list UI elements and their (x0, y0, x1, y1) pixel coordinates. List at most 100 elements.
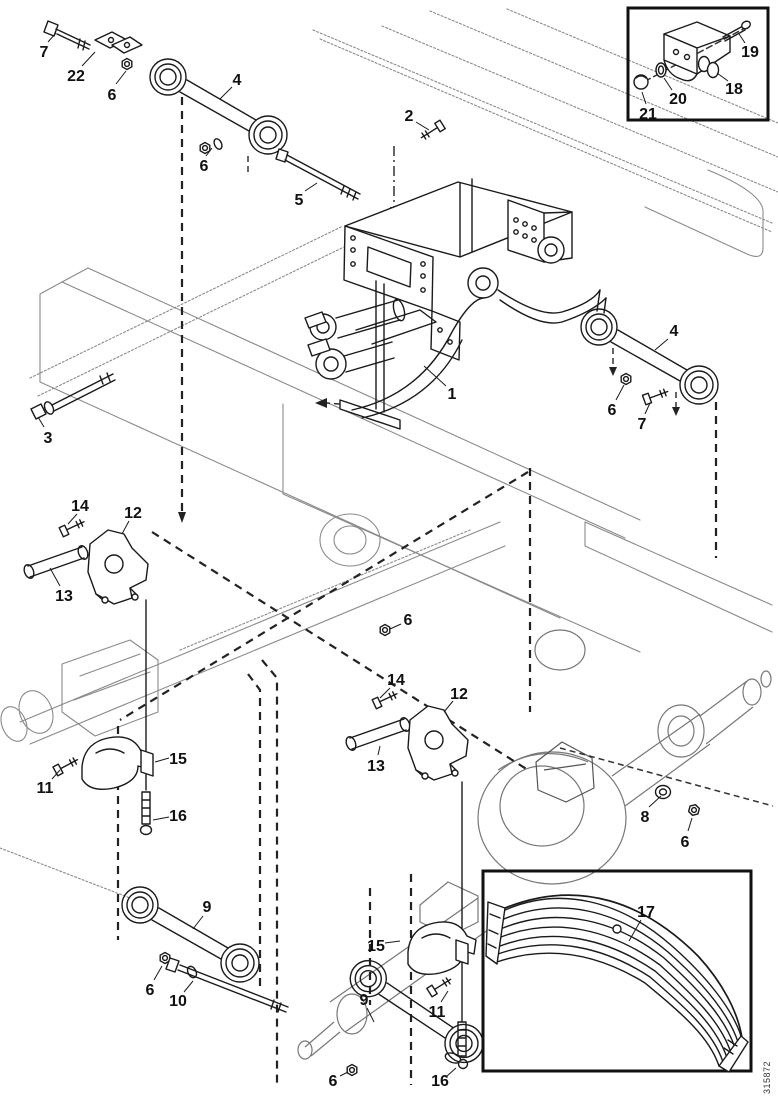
callout-leader (67, 513, 78, 525)
callout-label: 3 (44, 430, 53, 447)
callout-1: 1 (423, 365, 457, 403)
callout-label: 11 (37, 780, 54, 797)
callout-8: 8 (641, 795, 662, 826)
callout-6: 6 (200, 147, 213, 175)
callout-11: 11 (37, 769, 61, 797)
callout-leader (628, 919, 642, 942)
inset-frame-bracket-detail (626, 6, 770, 122)
callout-10: 10 (169, 980, 194, 1010)
nut-6-under-rod4 (199, 141, 211, 155)
callout-label: 12 (124, 505, 142, 522)
bolt-2 (417, 119, 446, 143)
callout-16: 16 (152, 808, 187, 825)
callout-leader (51, 769, 61, 780)
callout-label: 6 (146, 982, 155, 999)
callout-label: 22 (67, 68, 85, 85)
callout-7: 7 (638, 402, 651, 433)
callout-label: 18 (725, 81, 743, 98)
stud-16-center (457, 1021, 467, 1057)
torque-rod-9-left (121, 886, 260, 983)
callout-label: 20 (669, 91, 687, 108)
callout-leader (339, 1071, 349, 1077)
callout-leader (152, 816, 170, 821)
callout-leader (648, 795, 662, 808)
callout-leader (205, 147, 213, 157)
callout-5: 5 (295, 182, 318, 209)
spring-clamp-group-left (81, 599, 154, 836)
carrier-bracket-assembly-1 (304, 178, 607, 430)
callout-label: 16 (431, 1073, 449, 1090)
callout-label: 9 (360, 992, 369, 1009)
callout-leader (153, 965, 163, 981)
callout-13: 13 (49, 567, 73, 605)
nut-6-right-rod (620, 372, 632, 386)
callout-12: 12 (121, 505, 142, 535)
callout-14: 14 (379, 672, 405, 699)
bolt-5 (275, 148, 361, 201)
callout-leader (81, 51, 96, 67)
callout-6: 6 (146, 965, 163, 999)
inset-bracket-content (633, 20, 751, 90)
callout-leader (415, 121, 430, 131)
callout-label: 5 (295, 192, 304, 209)
callout-20: 20 (663, 77, 687, 108)
callout-leader (687, 817, 693, 832)
bushing-18 (697, 55, 720, 79)
callout-label: 6 (681, 834, 690, 851)
spring-clamp-group-center (407, 781, 477, 1070)
callout-label: 4 (233, 72, 242, 89)
bolt-7-upper-left (43, 20, 91, 51)
bolt-10 (165, 957, 289, 1013)
callout-label: 8 (641, 809, 650, 826)
callout-label: 15 (367, 938, 385, 955)
callout-leader (716, 72, 729, 82)
callout-4: 4 (654, 323, 679, 351)
nut-6-upper-left (121, 57, 133, 71)
callout-label: 7 (638, 416, 647, 433)
callout-label: 1 (448, 386, 457, 403)
nut-21 (633, 74, 649, 90)
callout-leader (644, 402, 651, 415)
callout-label: 6 (404, 612, 413, 629)
callout-leader (192, 915, 204, 930)
callout-16: 16 (431, 1067, 457, 1090)
callout-leader (183, 980, 194, 993)
bolt-19 (722, 20, 751, 42)
callout-7: 7 (40, 32, 57, 61)
callout-leader (47, 32, 57, 43)
callout-18: 18 (716, 72, 743, 98)
bracket-12-left (87, 529, 149, 605)
callout-label: 6 (329, 1073, 338, 1090)
washer-under-rod4 (213, 138, 223, 150)
callout-label: 15 (169, 751, 187, 768)
callout-6: 6 (329, 1071, 349, 1090)
chassis-frame-phantom (0, 8, 778, 899)
callout-9: 9 (360, 992, 375, 1023)
callout-leader (654, 338, 669, 351)
callout-9: 9 (192, 899, 212, 930)
callout-22: 22 (67, 51, 96, 85)
callout-11: 11 (429, 990, 449, 1021)
washer-assembly-22 (94, 31, 143, 54)
washer-8-and-nut-6-right-axle (654, 784, 701, 818)
callout-label: 9 (203, 899, 212, 916)
callout-label: 11 (429, 1004, 446, 1021)
callout-leader (423, 365, 447, 387)
callout-14: 14 (67, 498, 89, 525)
callout-4: 4 (219, 72, 242, 100)
callout-label: 4 (670, 323, 679, 340)
bracket-12-center (407, 705, 469, 781)
leaf-spring-17 (485, 894, 749, 1073)
callout-leader (389, 623, 402, 630)
torque-rod-4-right (580, 308, 719, 405)
inset-leaf-spring-detail (481, 869, 753, 1073)
callout-leader (121, 520, 130, 535)
callout-21: 21 (639, 91, 657, 123)
callout-label: 13 (55, 588, 73, 605)
callout-leader (663, 77, 673, 91)
callout-leader (446, 1067, 457, 1077)
nut-6-right-axle (687, 802, 701, 818)
